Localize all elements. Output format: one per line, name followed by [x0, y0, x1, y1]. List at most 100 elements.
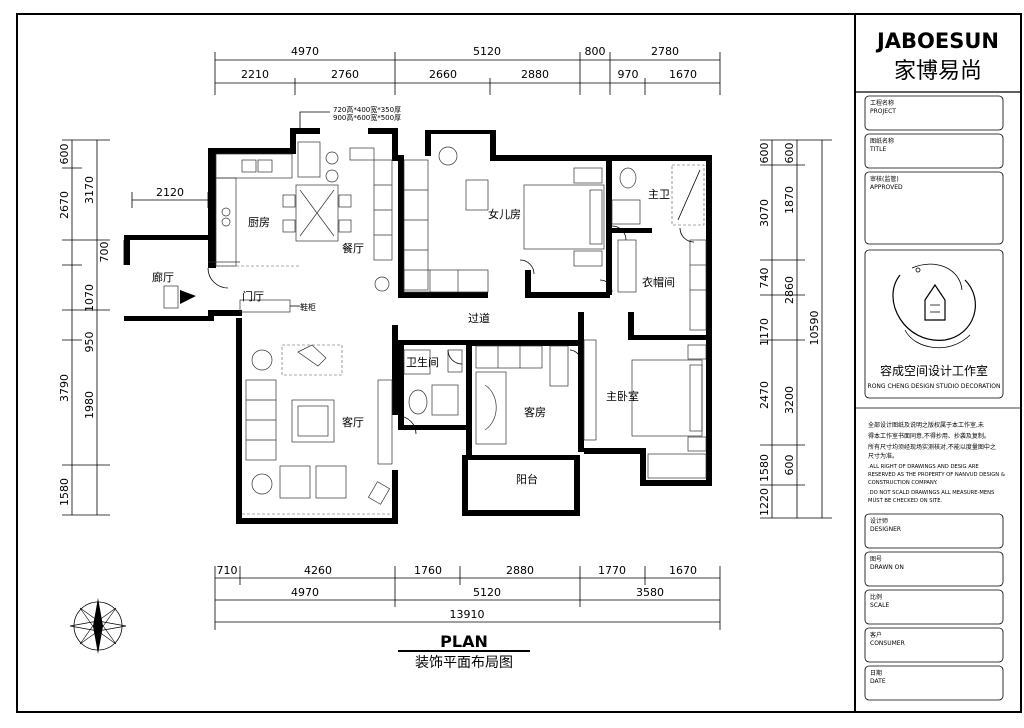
studio-name-cn: 容成空间设计工作室: [880, 363, 988, 378]
dim-right-2c: 2860: [783, 276, 796, 304]
scale-field[interactable]: [864, 589, 1004, 625]
dim-top-1b: 5120: [473, 45, 501, 58]
consumer-field[interactable]: [864, 627, 1004, 663]
room-label-corridor: 廊厅: [152, 270, 174, 284]
kitchen-fixtures: [215, 153, 300, 267]
project-field[interactable]: [864, 95, 1004, 131]
cabinet-note-2: 900高*600宽*500厚: [333, 113, 401, 122]
dim-bottom-1e: 1770: [598, 564, 626, 577]
dim-right-1b: 1870: [783, 186, 796, 214]
note-cn-2: 得本工作室书面同意,不得抄用、抄袭及复制。: [868, 432, 990, 440]
dim-left-2b: 3790: [58, 374, 71, 402]
drawn-on-field[interactable]: [864, 551, 1004, 587]
room-label-closet: 衣帽间: [642, 275, 675, 289]
dining-table: [282, 111, 393, 261]
plan-title: PLAN 装饰平面布局图: [398, 632, 530, 671]
dim-right-1c: 740: [758, 268, 771, 289]
approved-field[interactable]: [864, 171, 1004, 245]
consumer-field-en: CONSUMER: [870, 640, 905, 647]
drawn-on-field-cn: 图号: [870, 556, 882, 563]
approved-field-en: APPROVED: [870, 184, 903, 191]
dim-top-2b: 2760: [331, 68, 359, 81]
note-cn-3: 所有尺寸均须经现场实测核对,不能以度量图中之: [868, 443, 996, 451]
room-label-guest: 客房: [524, 405, 546, 419]
title-field-en: TITLE: [869, 146, 886, 153]
date-field-en: DATE: [870, 678, 886, 685]
doors: [207, 225, 695, 435]
dim-top-1c: 800: [585, 45, 606, 58]
dim-right-2b: 3070: [758, 199, 771, 227]
scale-field-en: SCALE: [870, 602, 889, 609]
note-en-5: MUST BE CHECKED ON SITE.: [868, 498, 942, 504]
scale-field-cn: 比例: [870, 593, 882, 601]
dim-top-2c: 2660: [429, 68, 457, 81]
cabinet-note-1: 720高*400宽*350厚: [333, 105, 401, 114]
room-label-bathroom: 卫生间: [406, 355, 439, 369]
dim-top-2e: 970: [618, 68, 639, 81]
note-en-4: .DO NOT SCALD DRAWINGS ALL MEASURE-MENS: [868, 490, 994, 496]
date-field[interactable]: [864, 665, 1004, 701]
dim-left-1g: 1580: [58, 478, 71, 506]
project-field-cn: 工程名称: [870, 99, 894, 107]
dim-corridor: 2120: [156, 186, 184, 199]
room-label-living: 客厅: [342, 415, 364, 429]
title-field[interactable]: [864, 133, 1004, 169]
closet-furniture: [617, 239, 707, 331]
dim-left-1e: 950: [83, 332, 96, 353]
walls: [124, 128, 712, 524]
brand-logo: JABOESUN: [875, 29, 999, 53]
designer-field-cn: 设计师: [870, 517, 888, 525]
dim-left-1f: 1980: [83, 391, 96, 419]
dimensions-right: 600 600 3070 1870 740 2860 1170 10590 24…: [758, 139, 832, 519]
plan-label: PLAN: [440, 632, 488, 651]
dim-right-2a: 600: [783, 143, 796, 164]
drawn-on-field-en: DRAWN ON: [870, 564, 904, 571]
project-field-en: PROJECT: [870, 108, 896, 115]
note-cn-1: 全部设计图纸及说明之版权属于本工作室,未: [868, 421, 984, 429]
title-block: JABOESUN 家博易尚 工程名称 PROJECT 图纸名称 TITLE 审核…: [855, 29, 1021, 701]
dim-right-1d: 1170: [758, 318, 771, 346]
brand-name-cn: 家博易尚: [894, 59, 982, 84]
plan-subtitle: 装饰平面布局图: [415, 655, 513, 671]
foyer-fixtures: [123, 240, 300, 313]
room-label-kitchen: 厨房: [248, 216, 270, 229]
dim-top-1a: 4970: [291, 45, 319, 58]
dim-top-1d: 2780: [651, 45, 679, 58]
dim-top-2d: 2880: [521, 68, 549, 81]
room-label-balcony: 阳台: [516, 472, 538, 486]
dim-left-2a: 3170: [83, 176, 96, 204]
room-labels: 厨房 餐厅 廊厅 门厅 鞋柜 客厅 过道 卫生间 客房 阳台 女儿房 主卫 衣帽…: [152, 105, 675, 486]
sheet-border: [16, 13, 1022, 713]
dim-right-1a: 600: [758, 143, 771, 164]
dim-right-2e: 600: [783, 455, 796, 476]
dim-right-2d: 3200: [783, 386, 796, 414]
daughter-room-furniture: [374, 146, 605, 293]
designer-field[interactable]: [864, 513, 1004, 549]
note-cn-4: 尺寸为准。: [868, 452, 898, 460]
dim-right-1e: 2470: [758, 381, 771, 409]
master-bedroom-furniture: [583, 339, 707, 479]
room-label-master-bed: 主卧室: [606, 389, 639, 403]
master-bath-fixtures: [611, 164, 705, 226]
dim-bottom-2a: 4970: [291, 586, 319, 599]
studio-name-en: RONG CHENG DESIGN STUDIO DECORATION: [868, 383, 1001, 390]
note-en-3: CONSTRUCTION COMPANY.: [868, 480, 938, 486]
dim-left-1c: 700: [98, 242, 111, 263]
studio-logo-icon: [892, 263, 976, 349]
consumer-field-cn: 客户: [870, 631, 882, 639]
note-en-1: .ALL RIGHT OF DRAWINGS AND DESIG ARE: [868, 464, 979, 470]
dim-bottom-1c: 1760: [414, 564, 442, 577]
dim-bottom-2c: 3580: [636, 586, 664, 599]
room-label-dining: 餐厅: [342, 241, 364, 255]
dimensions-left: 600 2670 3170 700 1070 950 3790 1980 158…: [58, 139, 111, 516]
dim-bottom-1f: 1670: [669, 564, 697, 577]
dim-bottom-1a: 710: [217, 564, 238, 577]
room-label-master-bath: 主卫: [648, 188, 670, 201]
dim-right-3a: 10590: [808, 311, 821, 346]
compass-icon: [69, 598, 127, 654]
studio-panel: [864, 249, 1004, 399]
dimensions-top: 4970 5120 800 2780 2210 2760 2660 2880 9…: [214, 45, 721, 95]
note-en-2: RESERVED AS THE PROPERTY OF NANVUD DESIG…: [868, 472, 1005, 478]
dim-bottom-3a: 13910: [450, 608, 485, 621]
